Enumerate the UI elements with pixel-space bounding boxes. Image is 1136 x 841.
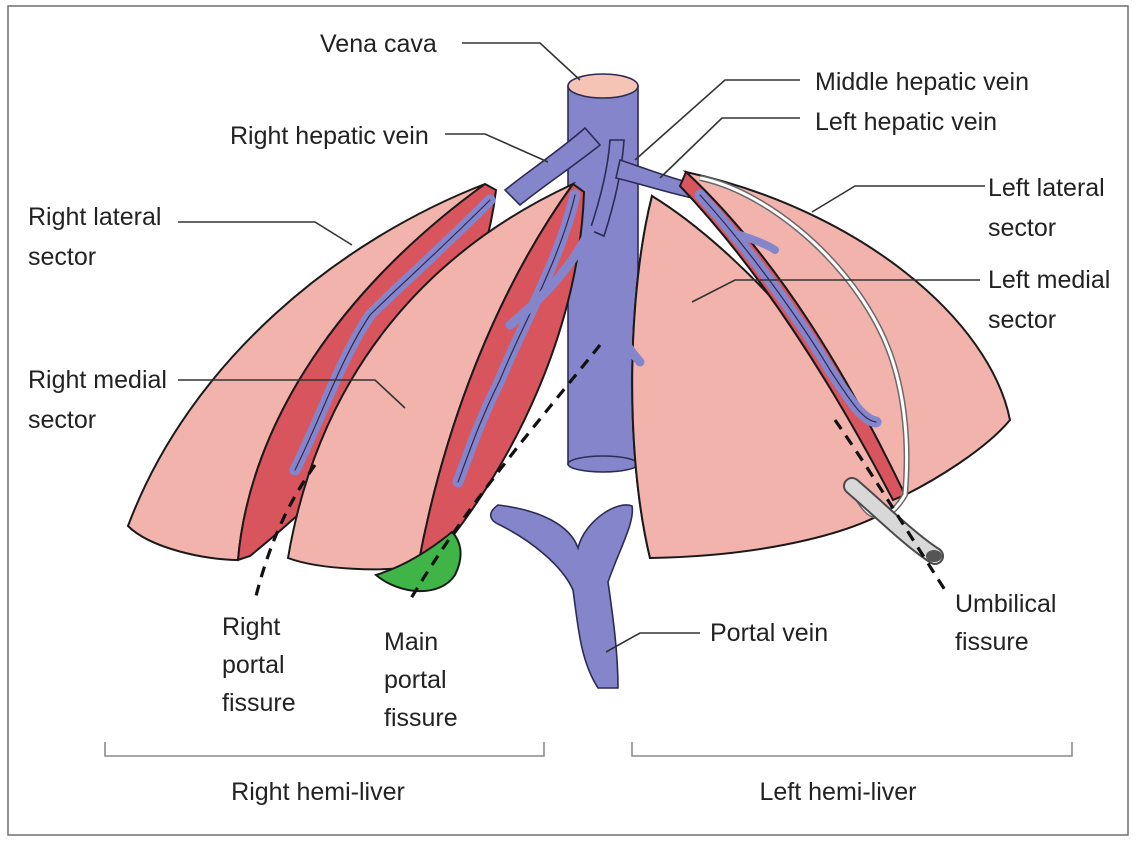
label-left-hemi-liver: Left hemi-liver [760,778,917,806]
label-left-hepatic-vein: Left hepatic vein [815,108,997,136]
label-vena-cava: Vena cava [320,30,437,58]
label-portal-vein: Portal vein [710,619,828,647]
label-middle-hepatic-vein: Middle hepatic vein [815,68,1029,96]
label-right-hepatic-vein: Right hepatic vein [230,122,429,150]
label-right-portal-fissure: Right portal fissure [222,613,296,717]
label-right-hemi-liver: Right hemi-liver [231,778,405,806]
